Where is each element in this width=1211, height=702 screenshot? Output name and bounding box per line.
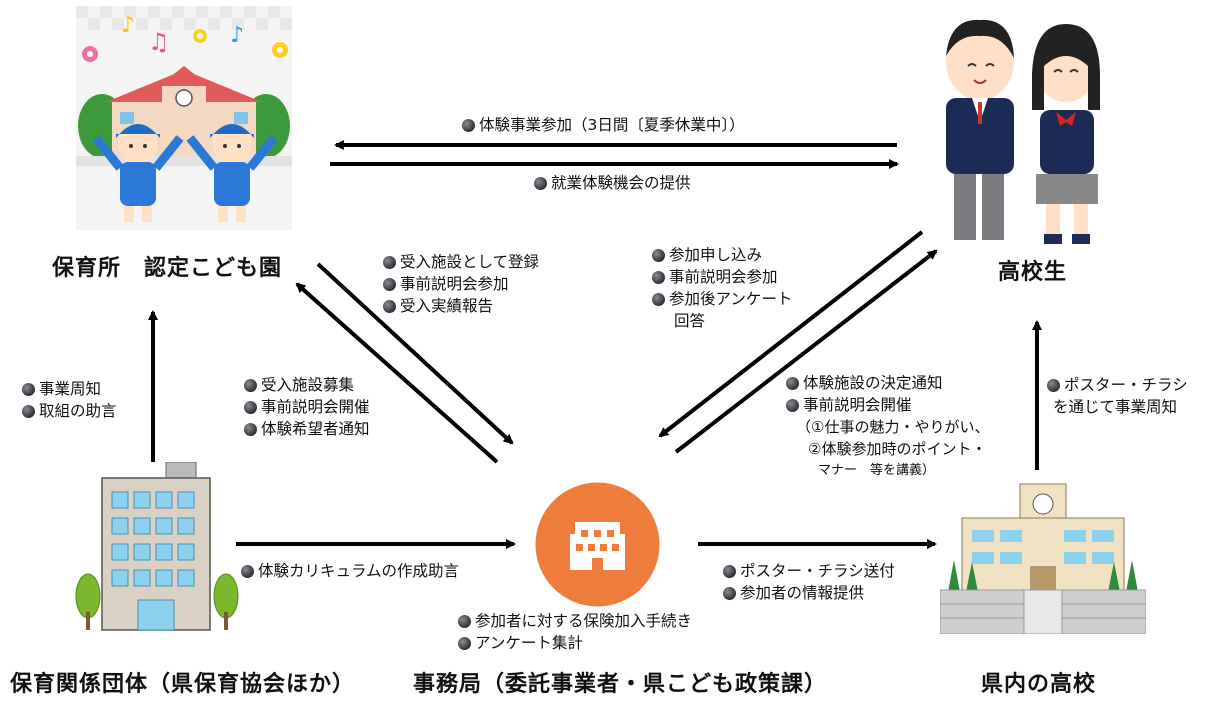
association-label: 保育関係団体（県保育協会ほか） bbox=[10, 672, 356, 697]
arrow-secretariat-to-students bbox=[674, 249, 938, 454]
bullet-icon bbox=[383, 277, 396, 291]
bullet-icon bbox=[652, 248, 665, 262]
high-school-students-icon bbox=[946, 19, 1100, 244]
bullet-icon bbox=[383, 255, 396, 269]
flow-note: マナー 等を講義） bbox=[818, 463, 936, 478]
bullet-icon bbox=[462, 118, 475, 132]
flow-secretariat-internal: 参加者に対する保険加入手続き アンケート集計 bbox=[458, 610, 692, 654]
flow-item: 参加後アンケート bbox=[669, 290, 793, 308]
arrow-students-to-secretariat bbox=[658, 230, 924, 438]
flow-item: アンケート集計 bbox=[475, 634, 583, 652]
bullet-icon bbox=[383, 299, 396, 313]
bullet-icon bbox=[458, 636, 471, 650]
flow-item: 事前説明会参加 bbox=[400, 275, 509, 293]
flow-secretariat-to-nursery: 受入施設募集 事前説明会開催 体験希望者通知 bbox=[244, 374, 370, 440]
flow-item: 受入施設として登録 bbox=[400, 253, 540, 271]
flow-item: 事業周知 bbox=[39, 380, 102, 398]
bullet-icon bbox=[723, 564, 736, 578]
flow-item: 参加申し込み bbox=[669, 246, 763, 264]
flow-item: 受入実績報告 bbox=[400, 297, 494, 315]
bullet-icon bbox=[244, 400, 257, 414]
flow-item: 体験希望者通知 bbox=[261, 420, 370, 438]
svg-text:♪: ♪ bbox=[230, 23, 244, 48]
flow-item: 受入施設募集 bbox=[261, 376, 355, 394]
bullet-icon bbox=[786, 398, 799, 412]
flow-nursery-to-students: 就業体験機会の提供 bbox=[534, 172, 691, 194]
flow-item-continued: 回答 bbox=[674, 312, 706, 330]
arrow-secretariat-to-nursery bbox=[295, 282, 499, 464]
flow-note: ②体験参加時のポイント・ bbox=[808, 440, 987, 458]
bullet-icon bbox=[786, 376, 799, 390]
flow-item: 事前説明会開催 bbox=[261, 398, 370, 416]
bullet-icon bbox=[22, 404, 35, 418]
flow-note: （①仕事の魅力・やりがい、 bbox=[796, 418, 990, 436]
flow-school-to-students: ポスター・チラシ を通じて事業周知 bbox=[1047, 374, 1188, 418]
flow-secretariat-to-students: 体験施設の決定通知 事前説明会開催 （①仕事の魅力・やりがい、 ②体験参加時のポ… bbox=[786, 372, 989, 482]
flow-secretariat-to-school: ポスター・チラシ送付 参加者の情報提供 bbox=[723, 560, 895, 604]
bullet-icon bbox=[244, 422, 257, 436]
school-building-icon bbox=[940, 483, 1146, 634]
office-building-circle-icon bbox=[535, 482, 660, 607]
bullet-icon bbox=[723, 586, 736, 600]
kindergarten-illustration-icon: ♪ ♫ ♪ bbox=[76, 6, 292, 230]
flow-association-to-secretariat: 体験カリキュラムの作成助言 bbox=[241, 560, 459, 582]
flow-item: 体験事業参加（3日間〔夏季休業中〕） bbox=[479, 116, 745, 134]
flow-item: 就業体験機会の提供 bbox=[551, 174, 691, 192]
flow-item: 事前説明会開催 bbox=[803, 396, 912, 414]
bullet-icon bbox=[458, 614, 471, 628]
flow-item: 参加者の情報提供 bbox=[740, 584, 865, 602]
secretariat-label: 事務局（委託事業者・県こども政策課） bbox=[413, 672, 828, 697]
bullet-icon bbox=[534, 176, 547, 190]
students-label: 高校生 bbox=[998, 260, 1068, 285]
flow-item-continued: を通じて事業周知 bbox=[1053, 398, 1178, 416]
flow-students-to-nursery: 体験事業参加（3日間〔夏季休業中〕） bbox=[462, 114, 745, 136]
svg-text:♫: ♫ bbox=[148, 28, 170, 56]
flow-item: 事前説明会参加 bbox=[669, 268, 778, 286]
flow-association-to-nursery: 事業周知 取組の助言 bbox=[22, 378, 117, 422]
flow-nursery-to-secretariat: 受入施設として登録 事前説明会参加 受入実績報告 bbox=[383, 251, 539, 317]
flow-item: ポスター・チラシ送付 bbox=[740, 562, 895, 580]
bullet-icon bbox=[241, 564, 254, 578]
bullet-icon bbox=[244, 378, 257, 392]
flow-item: 体験カリキュラムの作成助言 bbox=[258, 562, 460, 580]
bullet-icon bbox=[22, 382, 35, 396]
flow-item: 参加者に対する保険加入手続き bbox=[475, 612, 693, 630]
arrow-nursery-to-secretariat bbox=[316, 262, 514, 445]
high-school-label: 県内の高校 bbox=[981, 672, 1097, 697]
flow-item: ポスター・チラシ bbox=[1064, 376, 1188, 394]
bullet-icon bbox=[652, 270, 665, 284]
bullet-icon bbox=[1047, 378, 1060, 392]
flow-item: 体験施設の決定通知 bbox=[803, 374, 943, 392]
flow-students-to-secretariat: 参加申し込み 事前説明会参加 参加後アンケート 回答 bbox=[652, 244, 792, 332]
flow-item: 取組の助言 bbox=[39, 402, 117, 420]
office-building-icon bbox=[75, 462, 239, 631]
nursery-label: 保育所 認定こども園 bbox=[52, 256, 283, 281]
svg-text:♪: ♪ bbox=[121, 13, 135, 38]
bullet-icon bbox=[652, 292, 665, 306]
